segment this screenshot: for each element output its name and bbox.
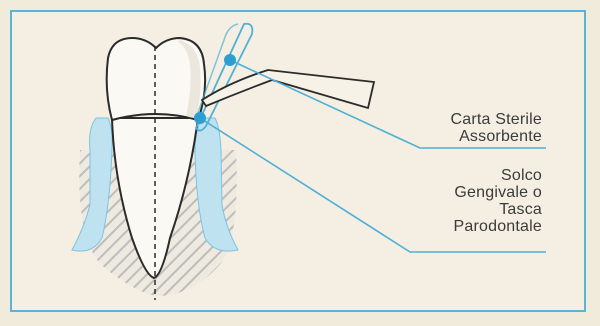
- label-sulcus-line-1: Solco: [454, 167, 543, 184]
- label-paper-line-1: Carta Sterile: [450, 111, 542, 128]
- label-sulcus-line-4: Parodontale: [454, 218, 543, 235]
- sulcus-marker: [194, 112, 206, 124]
- label-paper-line-2: Assorbente: [450, 128, 542, 145]
- label-sulcus: Solco Gengivale o Tasca Parodontale: [454, 167, 543, 235]
- label-sulcus-line-2: Gengivale o: [454, 184, 543, 201]
- label-paper-point: Carta Sterile Assorbente: [450, 111, 542, 145]
- tweezers: [202, 70, 374, 108]
- label-sulcus-line-3: Tasca: [454, 201, 543, 218]
- paper-marker: [224, 54, 236, 66]
